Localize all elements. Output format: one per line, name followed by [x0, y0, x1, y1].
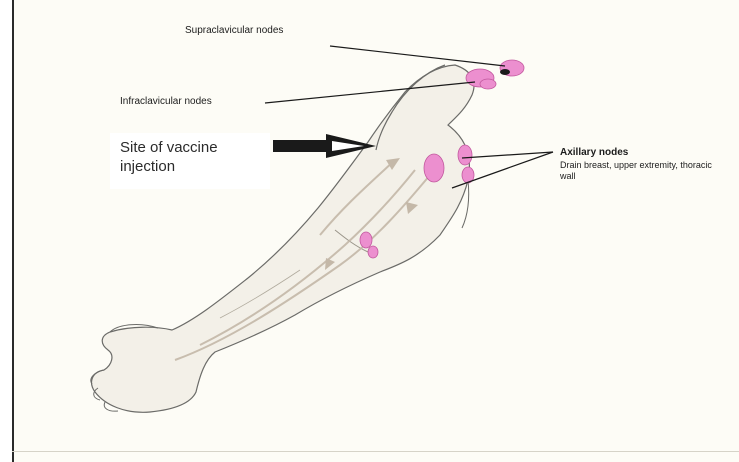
injection-site-label: Site of vaccine injection [120, 138, 270, 176]
supraclavicular-leader-line [330, 46, 505, 66]
axillary-label: Axillary nodes [560, 147, 628, 158]
supraclavicular-label: Supraclavicular nodes [185, 25, 283, 36]
infraclavicular-label: Infraclavicular nodes [120, 96, 212, 107]
axillary-drain-description: Drain breast, upper extremity, thoracic … [560, 160, 720, 182]
injection-site-callout: Site of vaccine injection [110, 133, 270, 189]
supraclavicular-node-cluster [500, 60, 524, 76]
arm-outline [92, 65, 474, 412]
